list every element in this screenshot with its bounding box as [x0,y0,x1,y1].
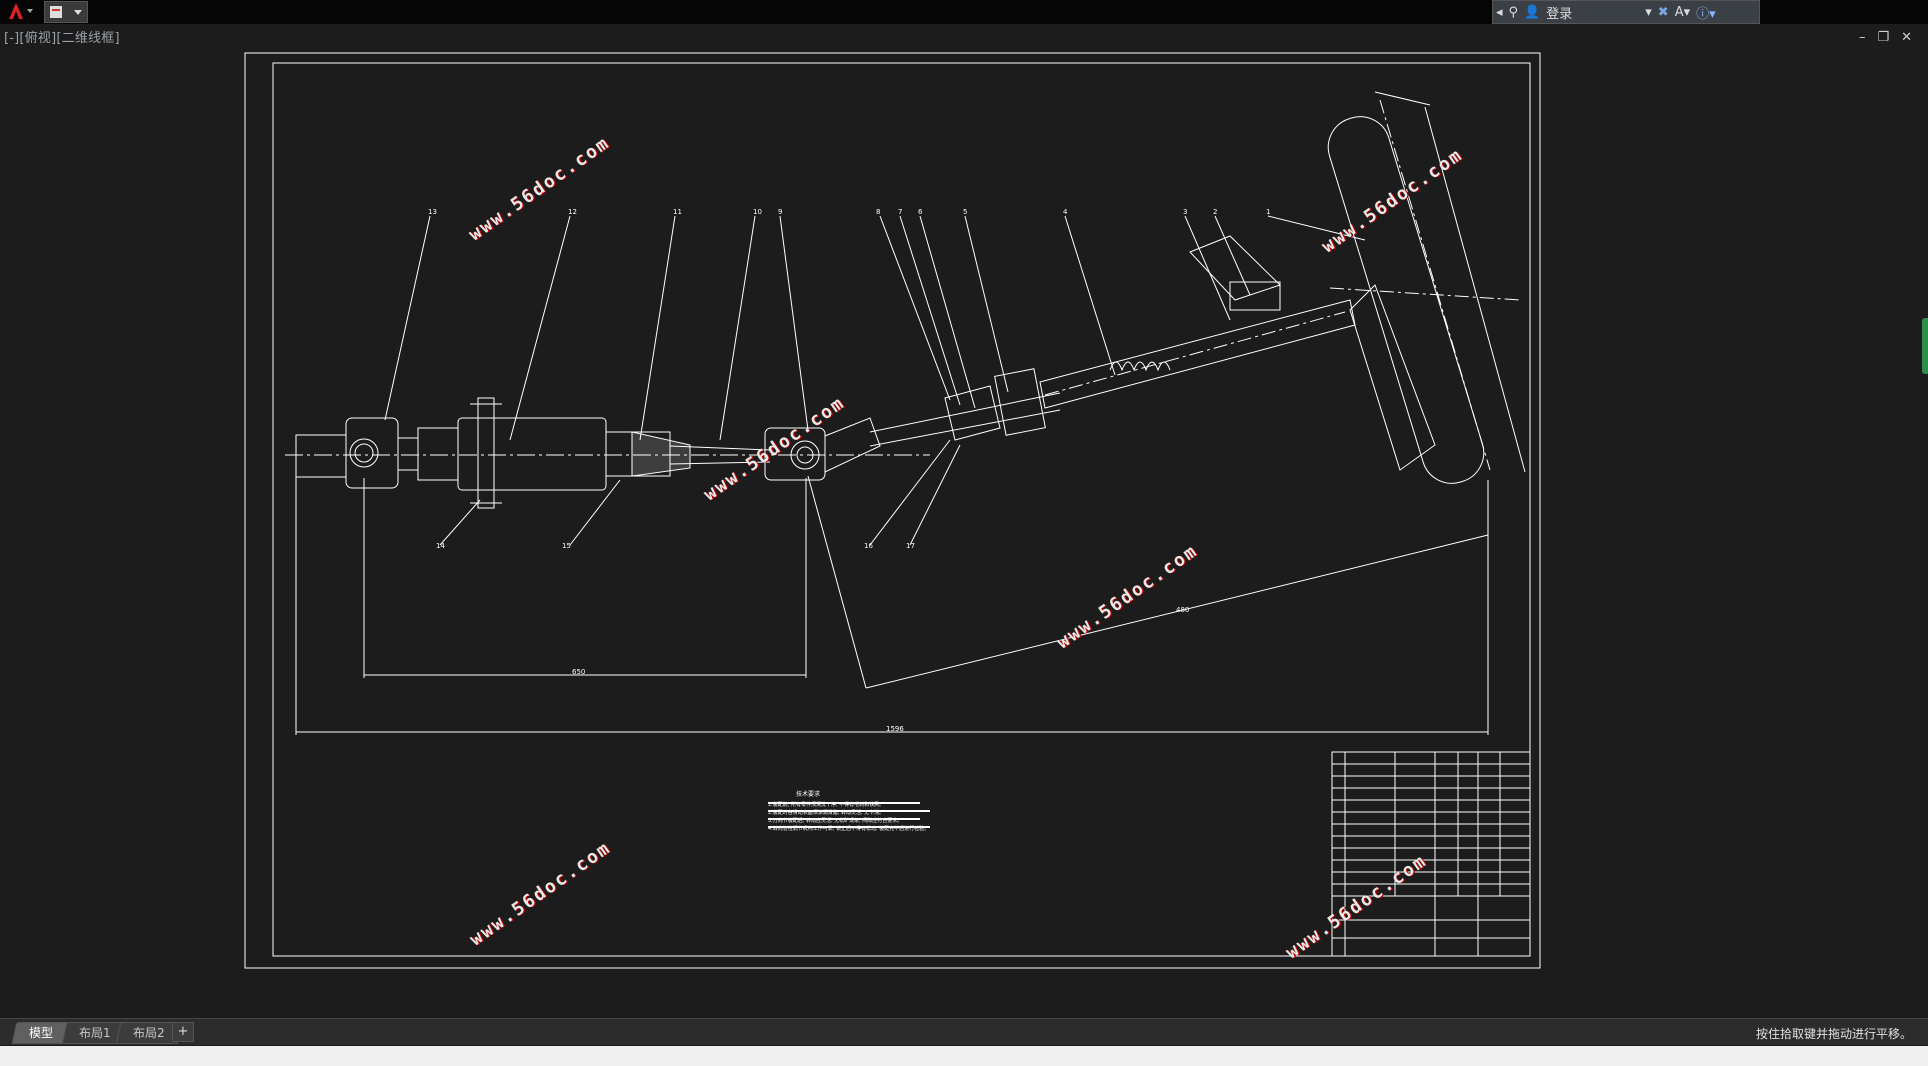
balloon-13: 13 [428,208,437,216]
technical-note-line: 4.转向管柱调节机构工作可靠, 锁止后不得有松动, 装配完毕后进行检验。 [768,825,929,832]
login-dropdown-icon[interactable]: ▾ [1645,4,1652,20]
restore-icon[interactable]: ❐ [1877,30,1890,45]
balloon-9: 9 [778,208,782,216]
technical-note-line: 2.装配时各滑动表面须涂润滑脂, 转动灵活, 无卡滞。 [768,809,884,816]
autodesk-360-icon[interactable]: A▾ [1674,4,1691,20]
balloon-15: 15 [562,542,571,550]
balloon-numbers: 13 12 11 10 9 8 7 6 5 4 3 2 1 14 15 16 1… [428,208,1270,798]
technical-note-line: 1.装配前, 所有零件须清洗干净, 不得有毛刺和铁屑。 [768,801,884,808]
balloon-4: 4 [1063,208,1068,216]
balloon-1: 1 [1266,208,1270,216]
workspace-icon[interactable] [49,5,65,19]
help-icon[interactable]: ⓘ▾ [1696,6,1716,22]
notes-title: 技术要求 [796,790,820,798]
layout-tab-bar: 模型 布局1 布局2 + [0,1018,1928,1045]
steering-column-assembly [285,91,1526,509]
scroll-left-icon[interactable]: ◂ [1496,4,1503,20]
balloon-5: 5 [963,208,967,216]
info-center-bar: ◂ ⚲ 👤 登录 ▾ ✖ A▾ ⓘ▾ [1492,0,1760,24]
viewport-window-controls: – ❐ ✕ [1859,30,1912,45]
title-bar: ◂ ⚲ 👤 登录 ▾ ✖ A▾ ⓘ▾ [0,0,1928,24]
balloon-16: 16 [864,542,873,550]
status-message: 按住拾取键并拖动进行平移。 [1755,1027,1912,1041]
viewport-label[interactable]: [-][俯视][二维线框] [4,31,120,46]
balloon-2: 2 [1213,208,1217,216]
login-label[interactable]: 登录 [1546,6,1573,22]
balloon-3: 3 [1183,208,1187,216]
status-bar-strip [0,1046,1928,1066]
balloon-7: 7 [898,208,902,216]
balloon-14: 14 [436,542,445,550]
balloon-12: 12 [568,208,577,216]
balloon-8: 8 [876,208,880,216]
dimension-text-650: 650 [572,668,585,676]
dropdown-arrow-icon[interactable] [73,5,83,19]
quick-access-toolbar[interactable] [44,1,88,23]
balloon-6: 6 [918,208,923,216]
technical-note-line: 3.万向节装配后, 转动应灵活, 无松旷现象, 间隙应符合要求。 [768,817,902,824]
minimize-icon[interactable]: – [1858,30,1866,45]
autocad-logo-icon [9,3,33,19]
sheet-outer-border [244,52,1541,969]
sheet-inner-border [272,62,1531,957]
title-block [1331,751,1531,957]
balloon-10: 10 [753,208,762,216]
binoculars-icon[interactable]: ⚲ [1508,4,1519,20]
balloon-11: 11 [673,208,682,216]
add-layout-button[interactable]: + [172,1022,194,1042]
application-menu-button[interactable] [0,0,40,22]
dimension-text-1596: 1596 [886,725,904,733]
dimension-lines [295,437,1489,735]
exchange-icon[interactable]: ✖ [1657,4,1669,20]
dimension-text-480: 480 [1176,606,1189,614]
leader-lines [384,215,1366,546]
navigation-bar-handle[interactable] [1922,318,1928,374]
technical-notes-block [768,802,930,828]
close-icon[interactable]: ✕ [1901,30,1912,45]
balloon-17: 17 [906,542,915,550]
user-icon[interactable]: 👤 [1524,4,1541,20]
